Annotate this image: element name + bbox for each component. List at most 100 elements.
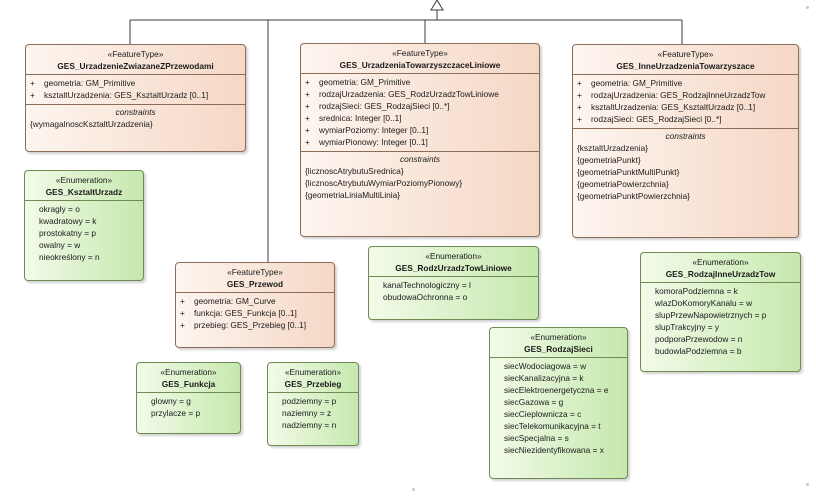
constraint-item: {geometriaPowierzchnia} (577, 179, 669, 189)
enum-literal: naziemny = z (282, 408, 332, 418)
class-header: «FeatureType» GES_UrzadzenieZwiazaneZPrz… (26, 45, 245, 75)
class-attribute: +geometria: GM_Primitive (577, 78, 683, 88)
enum-literal: siecWodociagowa = w (504, 361, 587, 371)
class-attribute: +geometria: GM_Primitive (305, 77, 411, 87)
class-stereotype: «FeatureType» (657, 49, 714, 59)
enumeration-class[interactable]: «Enumeration» GES_RodzUrzadzTowLiniowe k… (368, 246, 539, 320)
enum-literal: podporaPrzewodow = n (655, 334, 743, 344)
enum-literal: prostokatny = p (39, 228, 96, 238)
enumeration-literals: okragly = o kwadratowy = k prostokatny =… (25, 201, 143, 266)
enum-literal: podziemny = p (282, 396, 337, 406)
constraints-label: constraints (115, 107, 156, 117)
class-attribute: +przebieg: GES_Przebieg [0..1] (180, 320, 307, 330)
class-attribute: +rodzajUrzadzenia: GES_RodzUrzadzTowLini… (305, 89, 499, 99)
class-header: «Enumeration» GES_Przebieg (268, 363, 358, 393)
class-stereotype: «Enumeration» (55, 175, 113, 185)
enum-literal: siecCieplownicza = c (504, 409, 582, 419)
feature-type-class[interactable]: «FeatureType» GES_UrzadzenieZwiazaneZPrz… (25, 44, 246, 152)
class-stereotype: «FeatureType» (107, 49, 164, 59)
class-attribute: +rodzajSieci: GES_RodzajSieci [0..*] (577, 114, 722, 124)
class-name: GES_UrzadzenieZwiazaneZPrzewodami (57, 61, 214, 71)
enum-literal: siecKanalizacyjna = k (504, 373, 584, 383)
enumeration-literals: glowny = g przylacze = p (137, 393, 240, 422)
enum-literal: siecTelekomunikacyjna = t (504, 421, 601, 431)
enum-literal: kwadratowy = k (39, 216, 97, 226)
constraint-item: {wymagalnoscKsztaltUrzadzenia} (30, 119, 153, 129)
enum-literal: nadziemny = n (282, 420, 337, 430)
enumeration-class[interactable]: «Enumeration» GES_Przebieg podziemny = p… (267, 362, 359, 446)
class-attributes: +geometria: GM_Primitive +rodzajUrzadzen… (573, 75, 798, 128)
class-header: «FeatureType» GES_InneUrzadzeniaTowarzys… (573, 45, 798, 75)
class-attribute: +ksztaltUrzadzenia: GES_KsztaltUrzadz [0… (30, 90, 209, 100)
class-attributes: +geometria: GM_Primitive +ksztaltUrzadze… (26, 75, 245, 104)
class-name: GES_KsztaltUrzadz (45, 187, 123, 197)
enum-literal: glowny = g (151, 396, 191, 406)
class-header: «Enumeration» GES_RodzUrzadzTowLiniowe (369, 247, 538, 277)
class-stereotype: «Enumeration» (530, 332, 587, 342)
feature-type-class[interactable]: «FeatureType» GES_UrzadzeniaTowarzyszcza… (300, 43, 540, 237)
class-attribute: +rodzajSieci: GES_RodzajSieci [0..*] (305, 101, 450, 111)
enum-literal: komoraPodziemna = k (655, 286, 738, 296)
enum-literal: przylacze = p (151, 408, 201, 418)
class-name: GES_Przewod (226, 279, 284, 289)
constraints-label: constraints (399, 154, 441, 164)
enumeration-literals: siecWodociagowa = w siecKanalizacyjna = … (490, 358, 627, 459)
canvas-artifact-dot (806, 483, 809, 486)
enum-literal: siecGazowa = g (504, 397, 564, 407)
feature-type-class[interactable]: «FeatureType» GES_InneUrzadzeniaTowarzys… (572, 44, 799, 238)
enum-literal: slupTrakcyjny = y (655, 322, 720, 332)
enum-literal: slupPrzewNapowietrznych = p (655, 310, 767, 320)
class-constraints: constraints {licznoscAtrybutuSrednica} {… (301, 151, 539, 204)
class-header: «Enumeration» GES_KsztaltUrzadz (25, 171, 143, 201)
enum-literal: obudowaOchronna = o (383, 292, 468, 302)
class-header: «FeatureType» GES_Przewod (176, 263, 334, 293)
enumeration-literals: podziemny = p naziemny = z nadziemny = n (268, 393, 358, 434)
enumeration-class[interactable]: «Enumeration» GES_KsztaltUrzadz okragly … (24, 170, 144, 281)
class-attribute: +wymiarPionowy: Integer [0..1] (305, 137, 428, 147)
class-attribute: +geometria: GM_Primitive (30, 78, 136, 88)
enum-literal: kanalTechnologiczny = l (383, 280, 471, 290)
enumeration-literals: komoraPodziemna = k wlazDoKomoryKanalu =… (641, 283, 800, 360)
constraint-item: {geometriaPunktMultiPunkt} (577, 167, 680, 177)
class-attribute: +srednica: Integer [0..1] (305, 113, 402, 123)
class-stereotype: «Enumeration» (284, 367, 342, 377)
enum-literal: nieokreślony = n (39, 252, 100, 262)
class-attribute: +rodzajUrzadzenia: GES_RodzajInneUrzadzT… (577, 90, 766, 100)
class-stereotype: «FeatureType» (227, 267, 283, 277)
class-attribute: +geometria: GM_Curve (180, 296, 276, 306)
class-name: GES_Funkcja (161, 379, 216, 389)
enum-literal: okragly = o (39, 204, 80, 214)
class-constraints: constraints {ksztaltUrzadzenia} {geometr… (573, 128, 798, 205)
constraint-item: {ksztaltUrzadzenia} (577, 143, 649, 153)
enumeration-literals: kanalTechnologiczny = l obudowaOchronna … (369, 277, 538, 306)
class-attributes: +geometria: GM_Primitive +rodzajUrzadzen… (301, 74, 539, 151)
class-name: GES_InneUrzadzeniaTowarzyszace (616, 61, 755, 71)
class-stereotype: «FeatureType» (392, 48, 448, 58)
enumeration-class[interactable]: «Enumeration» GES_RodzajInneUrzadzTow ko… (640, 252, 801, 372)
class-name: GES_RodzajSieci (524, 344, 593, 354)
class-attributes: +geometria: GM_Curve +funkcja: GES_Funkc… (176, 293, 334, 334)
class-header: «FeatureType» GES_UrzadzeniaTowarzyszcza… (301, 44, 539, 74)
enum-literal: wlazDoKomoryKanalu = w (655, 298, 753, 308)
feature-type-class[interactable]: «FeatureType» GES_Przewod +geometria: GM… (175, 262, 335, 348)
enum-literal: siecNiezidentyfikowana = x (504, 445, 604, 455)
class-attribute: +funkcja: GES_Funkcja [0..1] (180, 308, 297, 318)
class-constraints: constraints {wymagalnoscKsztaltUrzadzeni… (26, 104, 245, 133)
enum-literal: siecElektroenergetyczna = e (504, 385, 609, 395)
enumeration-class[interactable]: «Enumeration» GES_Funkcja glowny = g prz… (136, 362, 241, 434)
constraint-item: {licznoscAtrybutuWymiarPoziomyPionowy} (305, 178, 463, 188)
constraint-item: {geometriaLiniaMultiLinia} (305, 190, 401, 200)
enumeration-class[interactable]: «Enumeration» GES_RodzajSieci siecWodoci… (489, 327, 628, 479)
constraint-item: {licznoscAtrybutuSrednica} (305, 166, 404, 176)
canvas-artifact-dot (412, 488, 415, 491)
class-stereotype: «Enumeration» (160, 367, 217, 377)
class-attribute: +wymiarPoziomy: Integer [0..1] (305, 125, 429, 135)
canvas-artifact-dot (806, 6, 809, 9)
constraint-item: {geometriaPunktPowierzchnia} (577, 191, 690, 201)
class-name: GES_RodzUrzadzTowLiniowe (395, 263, 512, 273)
generalization-arrowhead (430, 0, 444, 11)
class-name: GES_RodzajInneUrzadzTow (665, 269, 776, 279)
class-header: «Enumeration» GES_Funkcja (137, 363, 240, 393)
enum-literal: budowlaPodziemna = b (655, 346, 742, 356)
